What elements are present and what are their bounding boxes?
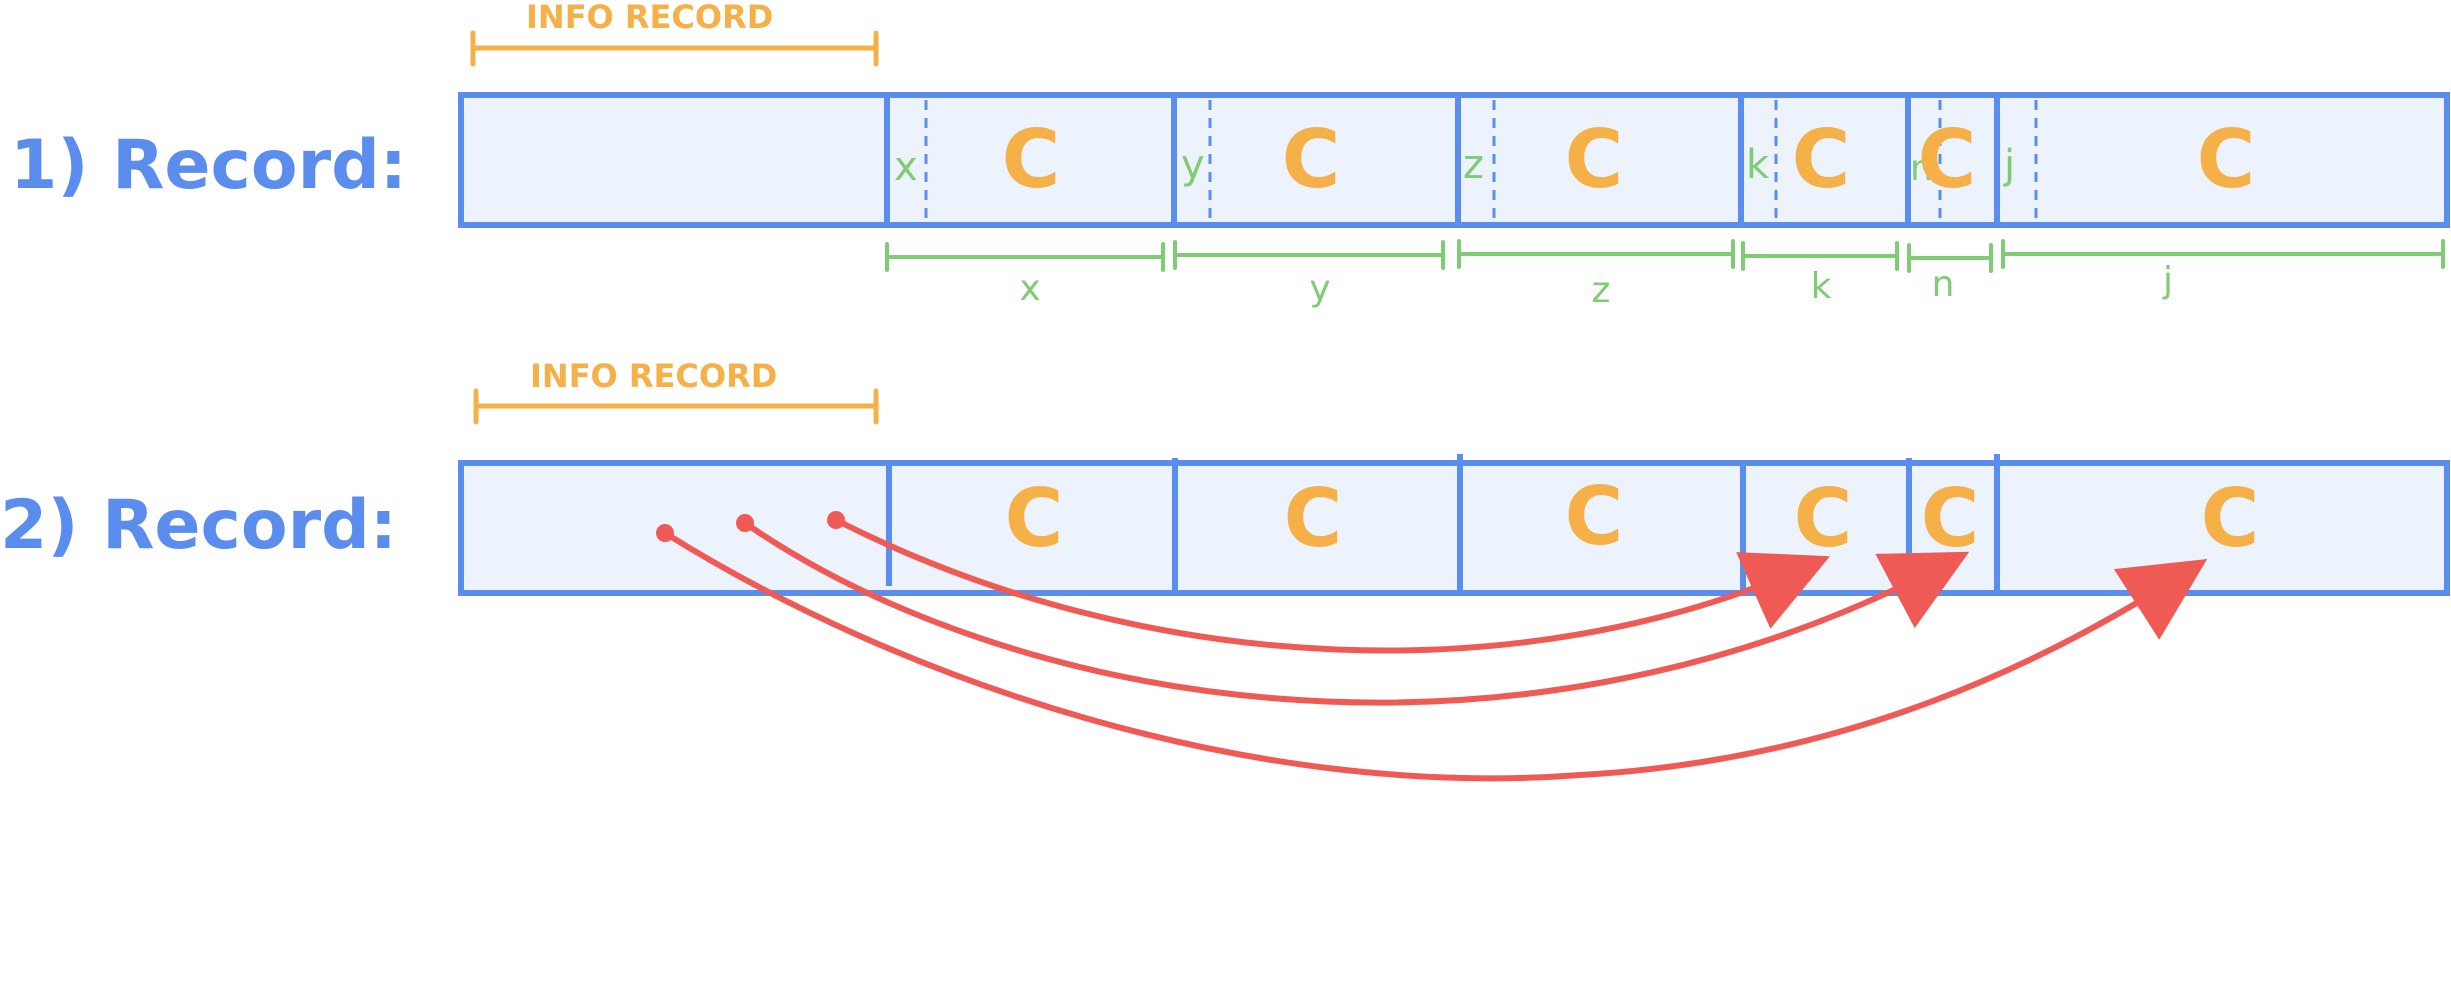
record-2-cell-c-6: C bbox=[2201, 472, 2260, 565]
record-1-prefix-x: x bbox=[894, 144, 918, 190]
pointer-origin-1 bbox=[827, 511, 845, 529]
record-1-cell-c-5: C bbox=[1918, 113, 1977, 206]
record-2-info-bracket bbox=[473, 388, 879, 425]
record-2-label: 2) Record: bbox=[0, 486, 397, 565]
record-1-dividers bbox=[884, 95, 2000, 225]
record-1-span-x-label: x bbox=[1019, 268, 1040, 309]
record-2-cell-c-4: C bbox=[1794, 472, 1853, 565]
pointer-origin-2 bbox=[736, 514, 754, 532]
record-1-prefix-k: k bbox=[1746, 142, 1770, 188]
record-1-cell-c-3: C bbox=[1565, 113, 1624, 206]
record-1-prefix-y: y bbox=[1181, 142, 1205, 188]
record-1-cell-c-2: C bbox=[1282, 113, 1341, 206]
record-1-span-y-label: y bbox=[1309, 268, 1330, 309]
record-2-dividers bbox=[886, 454, 2000, 593]
record-1-span-brackets bbox=[885, 239, 2445, 273]
record-2-cell-c-1: C bbox=[1005, 472, 1064, 565]
record-1-cell-c-6: C bbox=[2197, 113, 2256, 206]
record-2-bar bbox=[458, 460, 2450, 596]
record-1-prefix-n: n bbox=[1910, 148, 1933, 189]
record-1-info-record-label: INFO RECORD bbox=[526, 0, 773, 36]
record-2-cell-c-2: C bbox=[1284, 472, 1343, 565]
record-1-span-j-label: j bbox=[2162, 260, 2173, 301]
record-1-span-z-label: z bbox=[1592, 270, 1611, 311]
record-2-cell-c-3: C bbox=[1565, 470, 1624, 563]
record-1-cell-c-1: C bbox=[1002, 113, 1061, 206]
record-1-label: 1) Record: bbox=[10, 126, 407, 205]
record-1-span-k-label: k bbox=[1811, 266, 1832, 307]
pointer-arrow-3 bbox=[662, 530, 2208, 782]
record-2-pointer-arrows bbox=[662, 517, 2208, 782]
record-1-prefix-j: j bbox=[2003, 142, 2015, 188]
record-1-span-n-label: n bbox=[1932, 264, 1955, 305]
record-1-prefix-z: z bbox=[1463, 142, 1484, 188]
record-1-bar bbox=[458, 92, 2450, 228]
record-2-cell-c-5: C bbox=[1921, 472, 1980, 565]
record-2-info-record-label: INFO RECORD bbox=[530, 357, 777, 395]
record-1-info-bracket bbox=[470, 30, 879, 67]
record-2-pointer-origins bbox=[656, 511, 845, 542]
record-1-cell-c-4: C bbox=[1792, 113, 1851, 206]
pointer-arrow-1 bbox=[833, 517, 1830, 654]
pointer-origin-3 bbox=[656, 524, 674, 542]
pointer-arrow-2 bbox=[742, 520, 1970, 706]
record-1-dashed-dividers bbox=[924, 100, 2038, 220]
